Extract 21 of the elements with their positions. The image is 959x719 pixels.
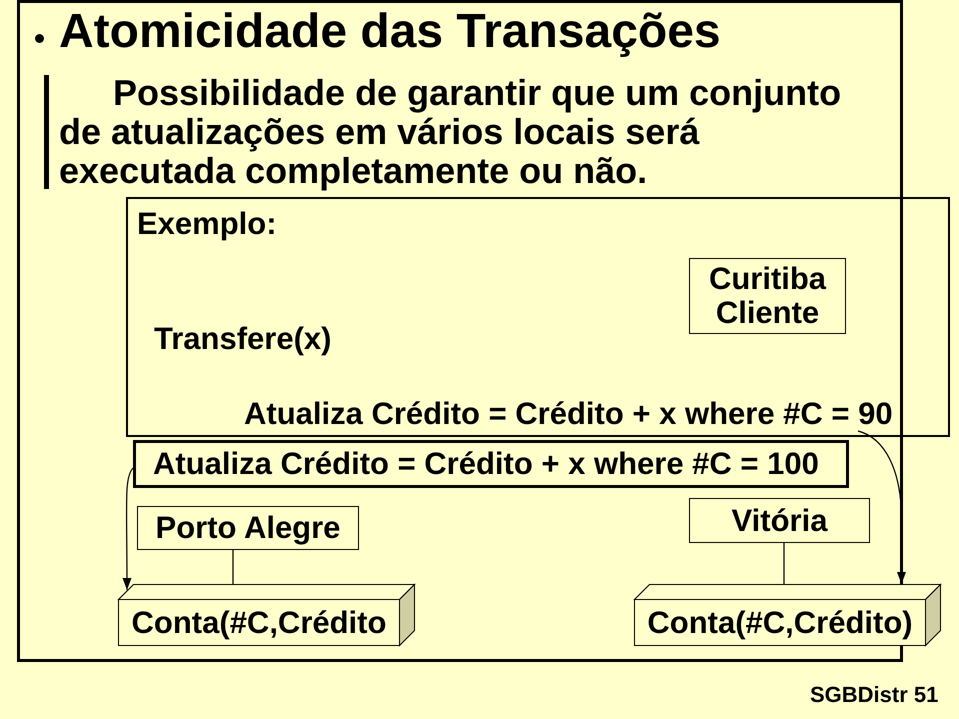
panel-heading: Exemplo: (137, 205, 277, 242)
site-box (689, 498, 870, 543)
table-schema: Conta(#C,Crédito (132, 606, 386, 640)
connector-line (232, 550, 234, 584)
arrow (858, 430, 906, 584)
site-box (137, 506, 359, 550)
slide-number: SGBDistr 51 (810, 682, 938, 708)
site-box (689, 258, 846, 334)
site-name: Vitória (732, 504, 828, 538)
connector-line (783, 543, 785, 584)
site-name: Porto Alegre (156, 511, 340, 545)
update-statement: Atualiza Crédito = Crédito + x where #C = 90 (244, 397, 893, 431)
arrow (122, 468, 134, 590)
statement-box (133, 440, 849, 488)
update-statement: Atualiza Crédito = Crédito + x where #C = 100 (153, 447, 819, 481)
operation-label: Transfere(x) (154, 320, 332, 357)
example-panel (126, 197, 950, 437)
definition-text: Possibilidade de garantir que um conjunto de atualizações em vários locais será executada completamente ou não. (59, 73, 842, 190)
slide-title: Atomicidade das Transações (59, 8, 721, 56)
table-schema: Conta(#C,Crédito) (647, 606, 913, 640)
site-name: Curitiba Cliente (708, 262, 828, 330)
